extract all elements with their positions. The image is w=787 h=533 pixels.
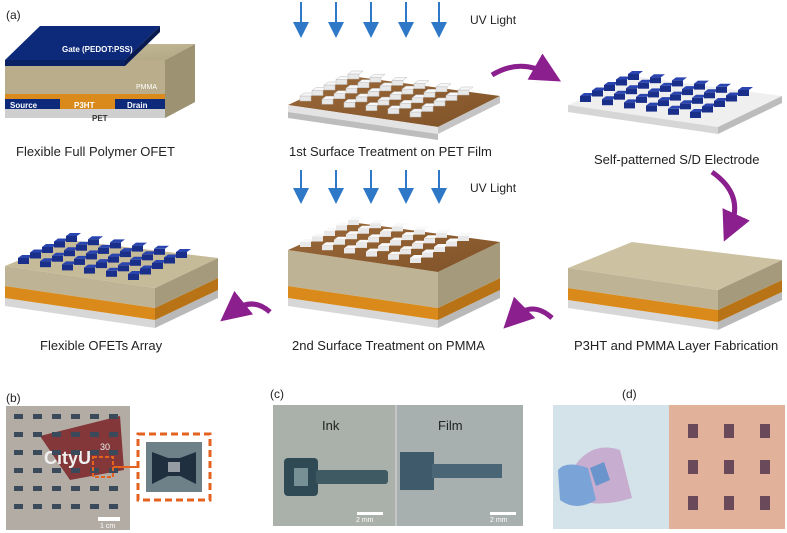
source-label: Source — [10, 101, 38, 110]
gate-label: Gate (PEDOT:PSS) — [62, 45, 133, 54]
zoom-inset — [136, 432, 212, 502]
step-caption-2: 1st Surface Treatment on PET Film — [289, 144, 492, 159]
cityu-logo-text: CityU — [44, 448, 91, 468]
photo-d-left — [553, 405, 669, 529]
step-caption-1: Flexible Full Polymer OFET — [16, 144, 175, 159]
process-arrow-4 — [220, 290, 272, 322]
p3ht-pmma-illustration — [568, 242, 782, 330]
panel-label-c: (c) — [270, 387, 284, 401]
drain-label: Drain — [127, 101, 148, 110]
process-arrow-2 — [710, 169, 750, 242]
uv-arrows-top — [293, 2, 447, 38]
panel-label-d: (d) — [622, 387, 637, 401]
uv-light-label-middle: UV Light — [470, 181, 517, 195]
pet-film-treated-illustration — [288, 70, 500, 140]
pmma-label: PMMA — [136, 84, 157, 91]
scale-bar-1cm: 1 cm — [100, 523, 115, 530]
process-arrow-1 — [490, 53, 562, 82]
step-caption-5: 2nd Surface Treatment on PMMA — [292, 338, 485, 353]
step-caption-6: Flexible OFETs Array — [40, 338, 163, 353]
photo-b: CityU 30 1 cm — [6, 406, 130, 530]
p3ht-label: P3HT — [74, 101, 95, 110]
scale-bar-ink: 2 mm — [356, 517, 374, 524]
step-caption-3: Self-patterned S/D Electrode — [594, 152, 759, 167]
cityu-logo-sup: 30 — [100, 442, 110, 452]
ofet-device-illustration: Gate (PEDOT:PSS) PMMA P3HT Source Drain … — [5, 26, 195, 123]
photo-c: Ink Film 2 mm 2 mm — [273, 405, 523, 526]
sd-electrode-illustration — [568, 71, 782, 134]
photo-d-right — [669, 405, 785, 529]
panel-label-a: (a) — [6, 8, 21, 22]
ink-label: Ink — [322, 418, 340, 433]
uv-arrows-middle — [293, 170, 447, 204]
panel-label-b: (b) — [6, 391, 21, 405]
pet-label: PET — [92, 114, 108, 123]
ofet-array-illustration — [5, 233, 218, 328]
film-label: Film — [438, 418, 463, 433]
scale-bar-film: 2 mm — [490, 517, 508, 524]
step-caption-4: P3HT and PMMA Layer Fabrication — [574, 338, 778, 353]
process-arrow-3 — [503, 296, 554, 329]
uv-light-label-top: UV Light — [470, 13, 517, 27]
pmma-treated-illustration — [288, 217, 500, 328]
